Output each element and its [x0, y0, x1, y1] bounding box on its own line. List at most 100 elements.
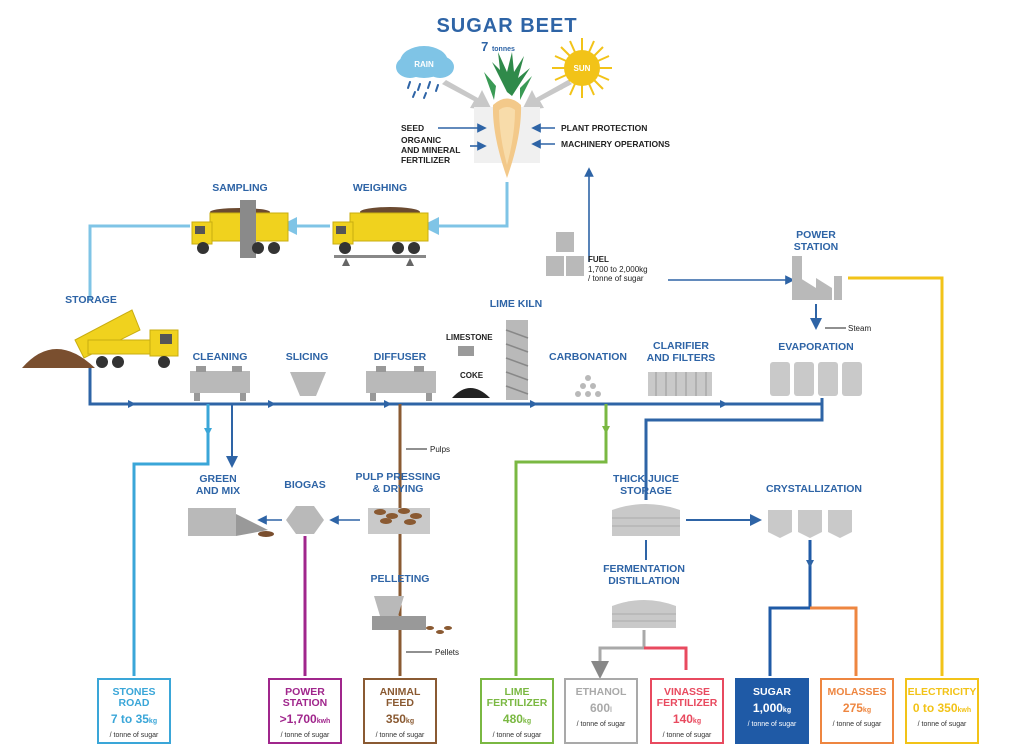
power-station-label-2: STATION [794, 241, 839, 253]
power-station-icon [792, 256, 842, 300]
input-fertilizer: FERTILIZER [401, 155, 450, 165]
evaporation-label: EVAPORATION [778, 341, 853, 353]
sun-label: SUN [574, 64, 591, 73]
storage-label: STORAGE [65, 294, 117, 306]
thick-juice-tank-icon [612, 504, 680, 536]
output-value: 140 [672, 712, 693, 726]
rain-label: RAIN [414, 60, 434, 69]
output-name-1: MOLASSES [827, 686, 887, 698]
pulp-pressing-label-2: & DRYING [373, 483, 424, 495]
output-per: / tonne of sugar [492, 732, 542, 739]
output-unit: kg [692, 718, 702, 725]
beet-unit: tonnes [492, 46, 515, 53]
inputs-left: SEED ORGANIC AND MINERAL FERTILIZER [401, 123, 461, 165]
output-name-1: ELECTRICITY [907, 686, 977, 698]
thick-juice-label-1: THICK JUICE [613, 473, 679, 485]
output-per: / tonne of sugar [747, 721, 797, 728]
carbonation-label: CARBONATION [549, 351, 627, 363]
diffuser-label: DIFFUSER [374, 351, 427, 363]
sampling-label: SAMPLING [212, 182, 267, 194]
output-name-1: ANIMAL [379, 686, 421, 698]
output-unit: kwh [957, 707, 972, 714]
output-unit: kg [862, 707, 872, 714]
input-plant-protection: PLANT PROTECTION [561, 123, 647, 133]
weighing-truck-icon [332, 207, 429, 266]
output-value: 275 [842, 701, 863, 715]
limestone-label: LIMESTONE [446, 333, 493, 342]
green-mix-label-1: GREEN [199, 473, 236, 485]
fermentation-tank-icon [612, 600, 676, 628]
coke-label: COKE [460, 371, 484, 380]
output-value: 600 [590, 701, 611, 715]
sun-icon [552, 38, 612, 98]
output-unit: l [610, 707, 612, 714]
beet-amount: 7 [481, 39, 488, 54]
power-station-label-1: POWER [796, 229, 836, 241]
output-unit: kg [148, 718, 158, 725]
diagram-title: SUGAR BEET [436, 15, 577, 37]
output-unit: kg [405, 718, 415, 725]
output-electricity: ELECTRICITY 0 to 350kwh / tonne of sugar [905, 678, 979, 744]
carbonation-pile-icon [575, 375, 601, 397]
pellets-label: Pellets [435, 648, 459, 657]
output-per: / tonne of sugar [109, 732, 159, 739]
diffuser-machine-icon [366, 366, 436, 401]
fuel-amount: 1,700 to 2,000kg [588, 265, 648, 274]
green-mix-label-2: AND MIX [196, 485, 240, 497]
cleaning-machine-icon [190, 366, 250, 401]
crystallization-label: CRYSTALLIZATION [766, 483, 862, 495]
pelleting-machine-icon [372, 596, 452, 634]
clarifier-label-1: CLARIFIER [653, 340, 709, 352]
coke-pile-icon [452, 388, 490, 398]
output-unit: kg [522, 718, 532, 725]
lime-kiln-label: LIME KILN [490, 298, 543, 310]
sugar-beet-icon [474, 52, 540, 178]
output-per: / tonne of sugar [662, 732, 712, 739]
output-name-2: STATION [282, 697, 328, 709]
output-name-1: LIME [504, 686, 530, 698]
output-ethanol: ETHANOL 600l / tonne of sugar [564, 678, 638, 744]
output-name-1: VINASSE [663, 686, 711, 698]
output-value: 480 [502, 712, 523, 726]
clarifier-tank-icon [648, 372, 712, 396]
fuel-stack-icon [546, 232, 584, 276]
biogas-label: BIOGAS [284, 479, 325, 491]
storage-truck-icon [22, 309, 179, 368]
output-value: 0 to 350 [912, 701, 958, 715]
pulp-pressing-icon [368, 508, 430, 534]
output-unit: kwh [316, 718, 331, 725]
fermentation-label-2: DISTILLATION [608, 575, 680, 587]
slicing-label: SLICING [286, 351, 329, 363]
weighing-label: WEIGHING [353, 182, 407, 194]
output-name-1: SUGAR [753, 686, 791, 698]
output-value: 350 [385, 712, 406, 726]
input-mineral: AND MINERAL [401, 145, 461, 155]
pulps-label: Pulps [430, 445, 450, 454]
biogas-tank-icon [286, 506, 324, 534]
output-per: / tonne of sugar [280, 732, 330, 739]
input-machinery-operations: MACHINERY OPERATIONS [561, 139, 670, 149]
thick-juice-label-2: STORAGE [620, 485, 672, 497]
output-name-2: FERTILIZER [656, 697, 718, 709]
pelleting-label: PELLETING [371, 573, 430, 585]
output-name-1: STONES [112, 686, 156, 698]
output-per: / tonne of sugar [832, 721, 882, 728]
output-value: >1,700 [279, 712, 317, 726]
output-name-2: FERTILIZER [486, 697, 548, 709]
rain-cloud-icon [396, 46, 454, 99]
output-name-1: ETHANOL [575, 686, 627, 698]
input-organic: ORGANIC [401, 135, 441, 145]
output-name-1: POWER [285, 686, 325, 698]
output-value: 7 to 35 [110, 712, 149, 726]
green-mix-machine-icon [188, 508, 274, 537]
svg-text:7 tonnes: 7 tonnes [481, 39, 515, 54]
output-per: / tonne of sugar [917, 721, 967, 728]
fuel-label: FUEL [588, 255, 609, 264]
crystallization-tanks-icon [768, 510, 852, 538]
input-seed: SEED [401, 123, 424, 133]
pulp-pressing-label-1: PULP PRESSING [356, 471, 441, 483]
